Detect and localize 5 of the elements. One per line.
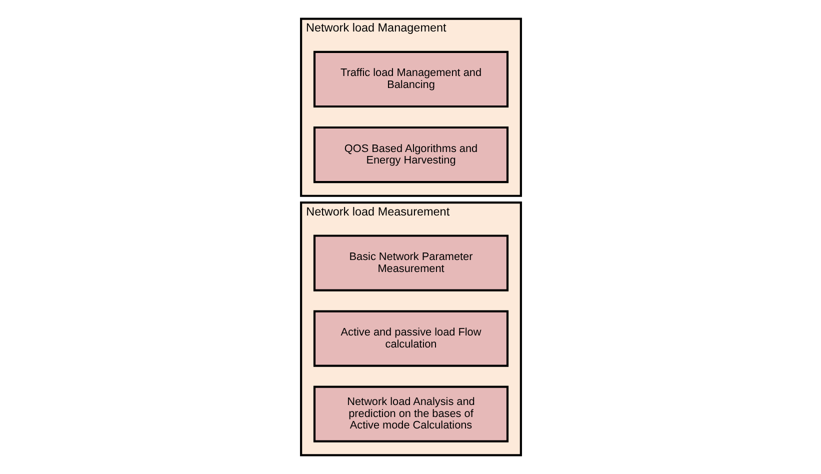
node-box: Basic Network Parameter Measurement [312, 234, 508, 292]
node-box: QOS Based Algorithms and Energy Harvesting [312, 126, 508, 184]
node-box: Active and passive load Flow calculation [312, 310, 508, 367]
node-box: Traffic load Management and Balancing [312, 50, 508, 108]
node-box: Network load Analysis and prediction on the bases of Active mode Calculations [312, 386, 508, 442]
